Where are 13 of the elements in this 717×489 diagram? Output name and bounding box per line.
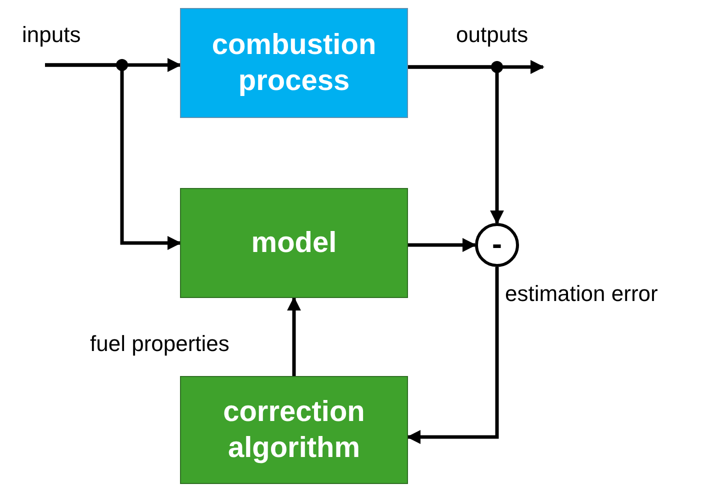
summing-junction: - bbox=[475, 223, 519, 267]
process-box: model bbox=[180, 188, 408, 298]
arrow bbox=[408, 238, 476, 252]
edge-label: estimation error bbox=[505, 281, 658, 307]
process-box: combustion process bbox=[180, 8, 408, 118]
edge-label: outputs bbox=[456, 22, 528, 48]
edge-label: fuel properties bbox=[90, 331, 230, 357]
process-box: correction algorithm bbox=[180, 376, 408, 484]
arrow bbox=[45, 63, 182, 250]
arrow bbox=[287, 296, 301, 376]
arrow bbox=[406, 267, 499, 444]
edge-label: inputs bbox=[22, 22, 81, 48]
arrow bbox=[408, 65, 504, 224]
